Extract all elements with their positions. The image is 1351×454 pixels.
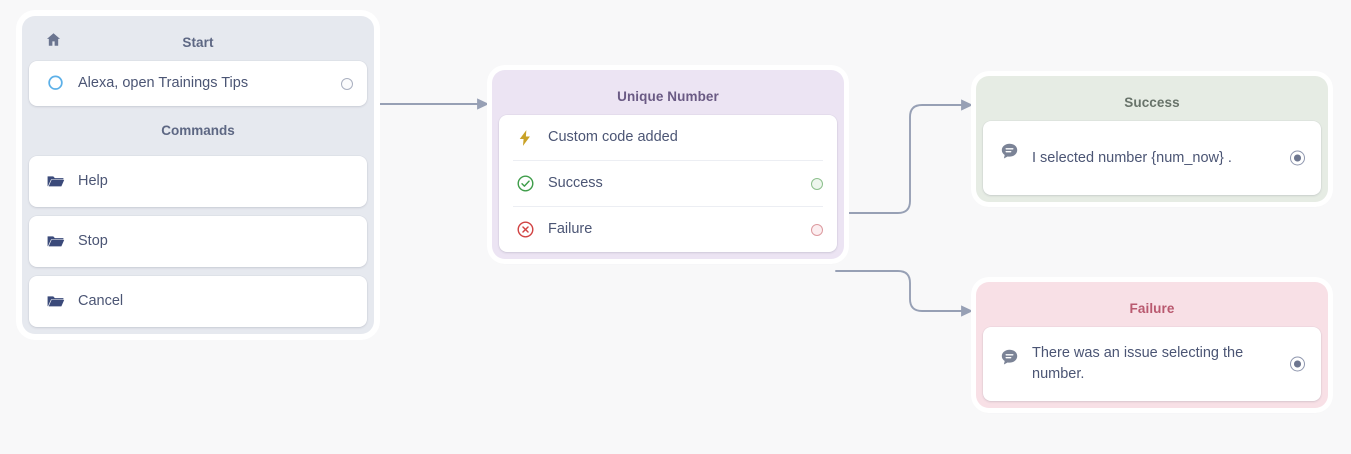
failure-message-text: There was an issue selecting the number. [1032, 345, 1244, 382]
failure-target-port[interactable] [1290, 356, 1305, 372]
start-node-header: Start [29, 23, 367, 61]
failure-node[interactable]: Failure There was an issue selecting the… [976, 282, 1328, 408]
success-target-port[interactable] [1290, 150, 1305, 166]
command-label: Cancel [78, 292, 124, 309]
alexa-ring-icon [43, 74, 67, 93]
success-message-text: I selected number {num_now} . [1032, 149, 1232, 166]
folder-icon [43, 292, 67, 311]
check-circle-icon [513, 174, 537, 193]
row-divider [513, 160, 823, 161]
success-row[interactable]: Success [499, 161, 837, 206]
folder-icon [43, 172, 67, 191]
start-source-port[interactable] [341, 77, 353, 90]
trigger-label: Alexa, open Trainings Tips [78, 74, 249, 91]
lightning-bolt-icon [513, 129, 537, 147]
failure-row[interactable]: Failure [499, 207, 837, 252]
speech-bubble-icon [997, 347, 1021, 368]
failure-source-port[interactable] [811, 223, 823, 236]
success-label: Success [548, 174, 603, 191]
custom-code-label: Custom code added [548, 128, 678, 145]
speech-bubble-icon [997, 141, 1021, 162]
success-message-card[interactable]: I selected number {num_now} . [983, 121, 1321, 195]
edge-success-to-success-node [835, 99, 974, 214]
edge-failure-to-failure-node [835, 270, 974, 317]
commands-heading: Commands [161, 123, 235, 138]
unique-number-node[interactable]: Unique Number Custom code added [492, 70, 844, 259]
unique-number-card[interactable]: Custom code added Success [499, 115, 837, 252]
start-node[interactable]: Start Alexa, open Trainings Tips Command… [22, 16, 374, 334]
start-node-title: Start [182, 35, 214, 50]
row-divider [513, 206, 823, 207]
failure-label: Failure [548, 220, 593, 237]
success-node[interactable]: Success I selected number {num_now} . [976, 76, 1328, 202]
message-row[interactable]: I selected number {num_now} . [983, 121, 1321, 195]
command-item-stop[interactable]: Stop [29, 216, 367, 267]
command-item-cancel[interactable]: Cancel [29, 276, 367, 327]
unique-number-node-title: Unique Number [617, 89, 719, 104]
success-node-title: Success [1124, 95, 1180, 110]
home-icon [45, 31, 62, 53]
folder-icon [43, 232, 67, 251]
custom-code-row[interactable]: Custom code added [499, 115, 837, 160]
message-row[interactable]: There was an issue selecting the number. [983, 327, 1321, 401]
failure-node-title: Failure [1129, 301, 1175, 316]
x-circle-icon [513, 220, 537, 239]
trigger-row[interactable]: Alexa, open Trainings Tips [29, 61, 367, 106]
command-label: Help [78, 172, 108, 189]
command-item-help[interactable]: Help [29, 156, 367, 207]
success-source-port[interactable] [811, 177, 823, 190]
failure-message-card[interactable]: There was an issue selecting the number. [983, 327, 1321, 401]
command-label: Stop [78, 232, 108, 249]
start-trigger-card[interactable]: Alexa, open Trainings Tips [29, 61, 367, 106]
